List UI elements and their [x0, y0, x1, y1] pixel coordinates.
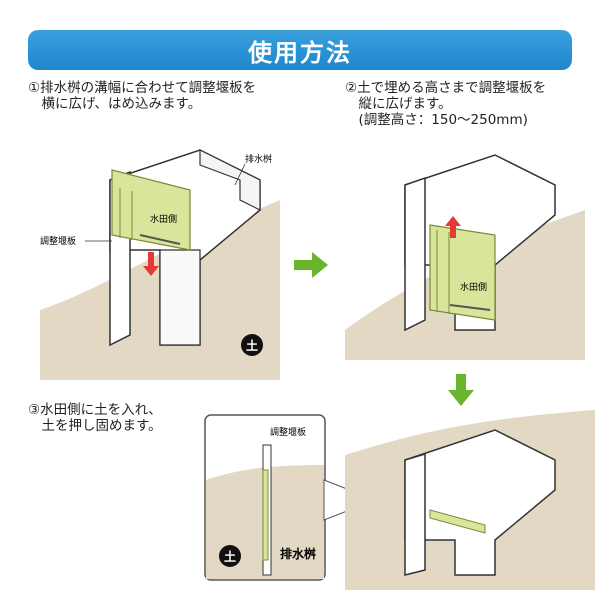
step-3-line-2: 土を押し固めます。 [28, 418, 162, 434]
down-arrow-icon [143, 252, 159, 276]
header-title: 使用方法 [248, 38, 352, 67]
illustration-step-2: 水田側 [345, 154, 585, 360]
drain-box-bold-label: 排水桝 [280, 546, 316, 561]
weir-board-detail-label: 調整堰板 [270, 426, 306, 438]
soil-badge-text: 土 [246, 338, 258, 353]
illustration-step-1: 水田側 排水桝 調整堰板 土 [40, 149, 280, 380]
weir-board-label: 調整堰板 [40, 235, 76, 247]
up-arrow-icon [445, 216, 461, 238]
down-arrow-green-icon [448, 374, 474, 406]
step-1-line-1: ①排水桝の溝幅に合わせて調整堰板を [28, 80, 257, 96]
paddy-side-label: 水田側 [460, 281, 487, 293]
paddy-side-label: 水田側 [150, 213, 177, 225]
drain-box-label: 排水桝 [245, 153, 272, 165]
step-2-line-3: (調整高さ：150〜250mm) [345, 112, 528, 128]
weir-board [429, 224, 496, 321]
step-1-line-2: 横に広げ、はめ込みます。 [28, 96, 202, 112]
step-2-line-2: 縦に広げます。 [345, 96, 452, 112]
step-2-text: ②土で埋める高さまで調整堰板を 縦に広げます。 (調整高さ：150〜250mm) [345, 80, 546, 128]
right-arrow-icon [294, 252, 328, 278]
step-1-text: ①排水桝の溝幅に合わせて調整堰板を 横に広げ、はめ込みます。 [28, 80, 256, 112]
step-2-line-1: ②土で埋める高さまで調整堰板を [345, 80, 547, 96]
soil-badge-text: 土 [224, 549, 236, 564]
step-3-text: ③水田側に土を入れ、 土を押し固めます。 [28, 402, 162, 434]
soil-badge [241, 334, 263, 356]
soil-badge [219, 545, 241, 567]
illustration-step-3: 調整堰板 土 排水桝 [204, 410, 595, 590]
step-3-line-1: ③水田側に土を入れ、 [28, 402, 162, 418]
usage-header: 使用方法 [28, 30, 572, 70]
